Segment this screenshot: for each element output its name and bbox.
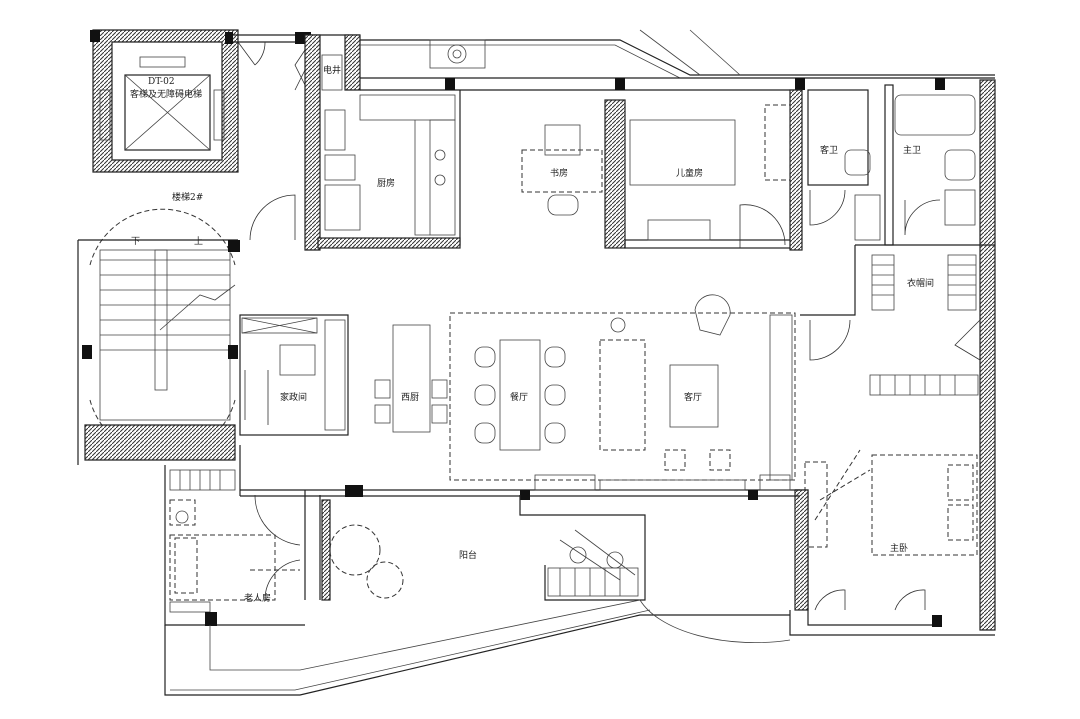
living-label: 客厅 — [684, 391, 702, 403]
balcony-label: 阳台 — [459, 549, 477, 561]
balcony — [304, 490, 646, 601]
corridor-walls — [233, 32, 361, 251]
utility-room — [239, 314, 448, 436]
stair-down-label: 下 — [131, 237, 140, 247]
site-lines — [164, 599, 791, 696]
guest-bath-label: 客卫 — [820, 144, 838, 156]
study-kids — [521, 89, 803, 251]
utility-label: 家政间 — [280, 391, 307, 403]
kitchen-label: 厨房 — [377, 177, 395, 189]
shaft-label: 电井 — [323, 64, 341, 76]
living-dining — [449, 294, 796, 481]
stair-label: 楼梯2# — [172, 191, 203, 203]
elder-room — [164, 445, 305, 626]
top-wall — [360, 77, 995, 91]
closet-label: 衣帽间 — [907, 277, 934, 289]
master-bedroom-label: 主卧 — [890, 542, 908, 554]
bathrooms — [807, 79, 996, 631]
room-labels: DT-02 客梯及无障碍电梯 电井 楼梯2# 下 上 厨房 书房 儿童房 客卫 … — [130, 64, 934, 604]
study-label: 书房 — [550, 167, 568, 179]
staircase — [77, 194, 296, 465]
master-bath-label: 主卫 — [903, 144, 921, 156]
elevator-core — [90, 29, 239, 173]
western-kitchen-label: 西厨 — [401, 392, 419, 403]
master-bedroom — [789, 374, 995, 636]
kids-room-label: 儿童房 — [676, 167, 703, 179]
stair-up-label: 上 — [194, 236, 203, 247]
elder-room-label: 老人房 — [244, 592, 271, 604]
kitchen — [317, 90, 461, 249]
roof-outline — [360, 29, 995, 79]
elevator-label: 客梯及无障碍电梯 — [130, 88, 202, 100]
elevator-code-label: DT-02 — [148, 77, 175, 87]
closet — [800, 244, 995, 361]
dining-label: 餐厅 — [510, 391, 528, 403]
